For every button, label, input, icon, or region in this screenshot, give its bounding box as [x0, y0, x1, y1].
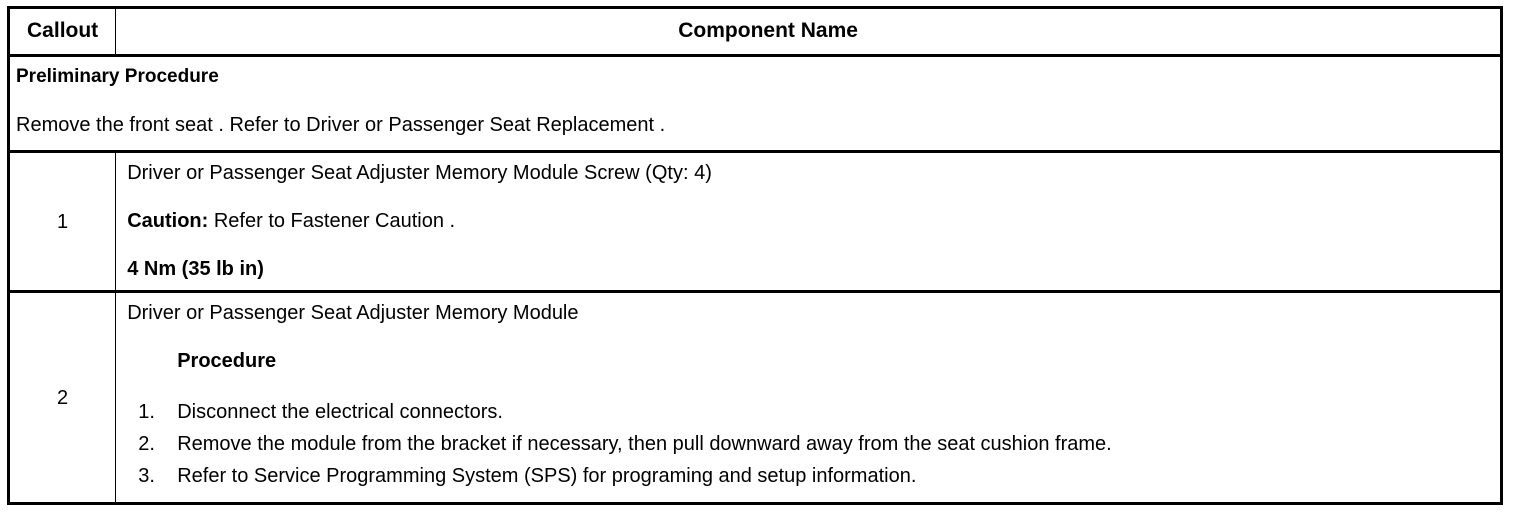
caution-note-1: Caution: Refer to Fastener Caution . [127, 208, 1490, 234]
step-number: 1. [138, 401, 155, 423]
component-description-2: Driver or Passenger Seat Adjuster Memory… [115, 291, 1502, 504]
component-name-1: Driver or Passenger Seat Adjuster Memory… [127, 162, 712, 184]
step-text: Disconnect the electrical connectors. [177, 401, 503, 423]
preliminary-procedure-text: Remove the front seat . Refer to Driver … [16, 114, 666, 136]
preliminary-procedure-title: Preliminary Procedure [16, 66, 219, 87]
component-callout-table: Callout Component Name Preliminary Proce… [7, 6, 1503, 505]
procedure-step-list-2: 1.Disconnect the electrical connectors. … [127, 396, 1490, 494]
caution-text: Refer to Fastener Caution . [208, 210, 456, 232]
torque-specification-1: 4 Nm (35 lb in) [127, 258, 264, 280]
preliminary-procedure-row: Preliminary Procedure Remove the front s… [8, 55, 1502, 153]
table-header-row: Callout Component Name [8, 7, 1502, 57]
column-header-callout: Callout [8, 7, 117, 57]
column-header-component-name: Component Name [115, 7, 1502, 57]
step-text: Remove the module from the bracket if ne… [177, 433, 1112, 455]
preliminary-procedure-cell: Preliminary Procedure Remove the front s… [8, 55, 1502, 153]
table-row-callout-2: 2 Driver or Passenger Seat Adjuster Memo… [8, 291, 1502, 504]
step-number: 2. [138, 433, 155, 455]
callout-number-2: 2 [8, 291, 117, 504]
callout-number-1: 1 [8, 151, 117, 293]
component-description-1: Driver or Passenger Seat Adjuster Memory… [115, 151, 1502, 293]
list-item: 2. Remove the module from the bracket if … [127, 428, 1490, 460]
step-text: Refer to Service Programming System (SPS… [177, 465, 917, 487]
procedure-heading-2: Procedure [177, 350, 277, 372]
step-number: 3. [138, 465, 155, 487]
list-item: 1. Disconnect the electrical connectors. [127, 396, 1490, 428]
table-row-callout-1: 1 Driver or Passenger Seat Adjuster Memo… [8, 151, 1502, 293]
component-name-2: Driver or Passenger Seat Adjuster Memory… [127, 302, 579, 324]
caution-label: Caution: [127, 210, 209, 232]
list-item: 3. Refer to Service Programming System (S… [127, 460, 1490, 492]
